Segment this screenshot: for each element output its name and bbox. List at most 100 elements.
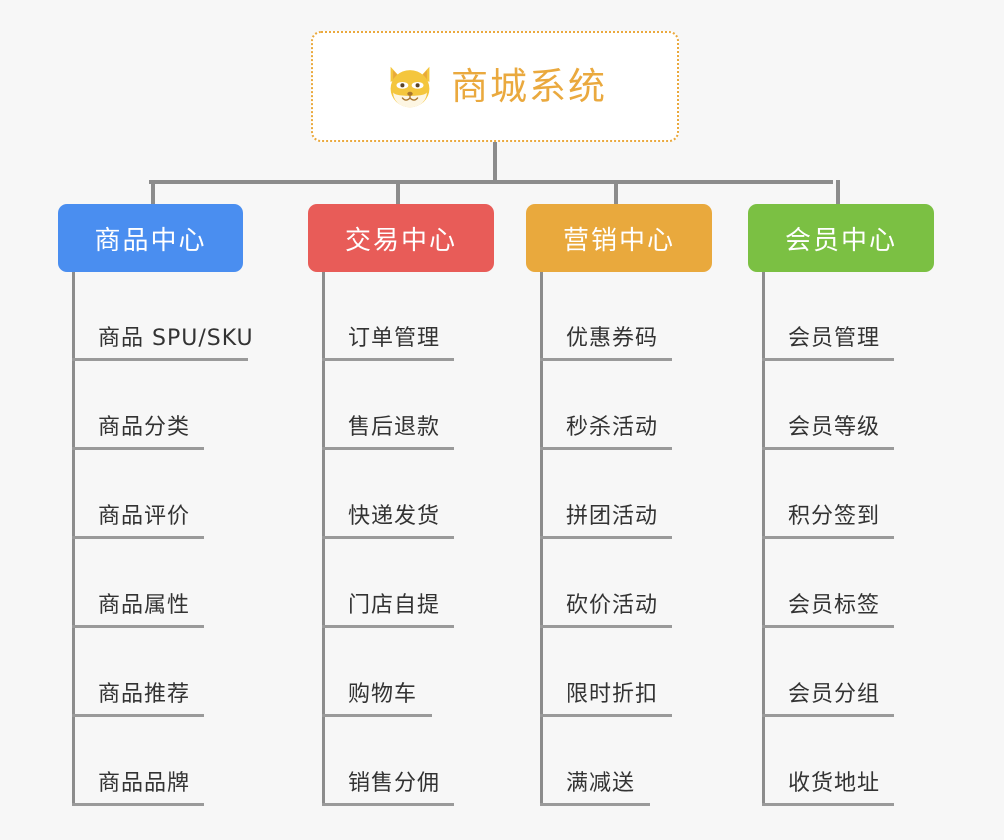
leaf-item-label: 商品 SPU/SKU [98,326,254,351]
category-header-marketing-center[interactable]: 营销中心 [526,204,712,272]
leaf-item-rule [72,358,248,361]
leaf-item[interactable]: 商品 SPU/SKU [72,272,253,361]
category-header-product-center[interactable]: 商品中心 [58,204,243,272]
leaf-item-rule [540,625,672,628]
connector-horizontal-bus [149,180,833,184]
leaf-item-label: 会员标签 [788,593,881,618]
leaf-item[interactable]: 砍价活动 [540,539,712,628]
leaf-item-rule [762,536,894,539]
leaf-item[interactable]: 会员标签 [762,539,934,628]
leaf-list-marketing-center: 优惠券码秒杀活动拼团活动砍价活动限时折扣满减送 [540,272,712,806]
leaf-list-product-center: 商品 SPU/SKU 商品分类商品评价商品属性商品推荐商品品牌 [72,272,253,806]
leaf-item-rule [762,714,894,717]
leaf-item[interactable]: 会员分组 [762,628,934,717]
leaf-item-label: 售后退款 [348,415,441,440]
leaf-item[interactable]: 商品品牌 [72,717,243,806]
leaf-item-label: 会员等级 [788,415,881,440]
leaf-item-label: 秒杀活动 [566,415,659,440]
leaf-item[interactable]: 优惠券码 [540,272,712,361]
leaf-item-rule [540,714,672,717]
category-header-trade-center[interactable]: 交易中心 [308,204,494,272]
connector-drop-trade-center [396,180,400,206]
leaf-item[interactable]: 订单管理 [322,272,494,361]
leaf-item-rule [72,625,204,628]
leaf-item-label: 订单管理 [348,326,441,351]
leaf-item-label: 砍价活动 [566,593,659,618]
leaf-item[interactable]: 收货地址 [762,717,934,806]
leaf-item[interactable]: 销售分佣 [322,717,494,806]
leaf-item[interactable]: 限时折扣 [540,628,712,717]
leaf-item-label: 拼团活动 [566,504,659,529]
leaf-item-label: 会员分组 [788,682,881,707]
leaf-item-rule [322,358,454,361]
connector-drop-marketing-center [614,180,618,206]
leaf-item[interactable]: 商品评价 [72,450,243,539]
category-header-label: 营销中心 [562,225,675,256]
category-column-trade-center: 交易中心订单管理售后退款快递发货门店自提购物车销售分佣 [308,180,494,806]
connector-root-stem [493,142,497,182]
leaf-item-label: 商品评价 [98,504,191,529]
leaf-list-trade-center: 订单管理售后退款快递发货门店自提购物车销售分佣 [322,272,494,806]
leaf-item-label: 会员管理 [788,326,881,351]
leaf-item[interactable]: 积分签到 [762,450,934,539]
connector-drop-member-center [836,180,840,206]
leaf-item-rule [72,803,204,806]
leaf-item-label: 优惠券码 [566,326,659,351]
leaf-item-label: 销售分佣 [348,771,441,796]
leaf-item-rule [540,803,650,806]
leaf-item-label: 商品分类 [98,415,191,440]
leaf-item-rule [72,447,204,450]
leaf-item-rule [762,803,894,806]
connector-spine-marketing-center [540,272,543,806]
leaf-item-rule [322,803,454,806]
dog-face-icon [383,60,437,114]
leaf-item[interactable]: 拼团活动 [540,450,712,539]
category-column-product-center: 商品中心商品 SPU/SKU 商品分类商品评价商品属性商品推荐商品品牌 [58,180,253,806]
connector-spine-product-center [72,272,75,806]
leaf-item-rule [322,536,454,539]
root-node[interactable]: 商城系统 [311,31,679,142]
category-header-label: 商品中心 [94,225,207,256]
leaf-item[interactable]: 购物车 [322,628,494,717]
leaf-item-rule [540,358,672,361]
leaf-item-rule [322,447,454,450]
connector-drop-product-center [151,180,155,206]
leaf-item[interactable]: 秒杀活动 [540,361,712,450]
category-header-label: 会员中心 [784,225,897,256]
leaf-item[interactable]: 满减送 [540,717,712,806]
category-header-member-center[interactable]: 会员中心 [748,204,934,272]
root-title: 商城系统 [451,65,607,108]
leaf-item-rule [762,447,894,450]
leaf-list-member-center: 会员管理会员等级积分签到会员标签会员分组收货地址 [762,272,934,806]
leaf-item[interactable]: 商品分类 [72,361,243,450]
leaf-item[interactable]: 门店自提 [322,539,494,628]
leaf-item-label: 购物车 [348,682,418,707]
leaf-item-rule [72,536,204,539]
leaf-item-rule [322,625,454,628]
category-header-label: 交易中心 [344,225,457,256]
category-column-marketing-center: 营销中心优惠券码秒杀活动拼团活动砍价活动限时折扣满减送 [526,180,712,806]
leaf-item[interactable]: 售后退款 [322,361,494,450]
leaf-item-rule [72,714,204,717]
leaf-item-rule [762,358,894,361]
leaf-item[interactable]: 快递发货 [322,450,494,539]
leaf-item-rule [762,625,894,628]
leaf-item-label: 快递发货 [348,504,441,529]
leaf-item[interactable]: 商品属性 [72,539,243,628]
connector-spine-trade-center [322,272,325,806]
leaf-item[interactable]: 会员等级 [762,361,934,450]
leaf-item-label: 商品属性 [98,593,191,618]
leaf-item-label: 收货地址 [788,771,881,796]
category-column-member-center: 会员中心会员管理会员等级积分签到会员标签会员分组收货地址 [748,180,934,806]
leaf-item-rule [540,447,672,450]
leaf-item-label: 门店自提 [348,593,441,618]
leaf-item-label: 积分签到 [788,504,881,529]
leaf-item-label: 商品品牌 [98,771,191,796]
leaf-item[interactable]: 会员管理 [762,272,934,361]
leaf-item-label: 满减送 [566,771,636,796]
leaf-item[interactable]: 商品推荐 [72,628,243,717]
leaf-item-rule [540,536,672,539]
leaf-item-rule [322,714,432,717]
leaf-item-label: 限时折扣 [566,682,659,707]
